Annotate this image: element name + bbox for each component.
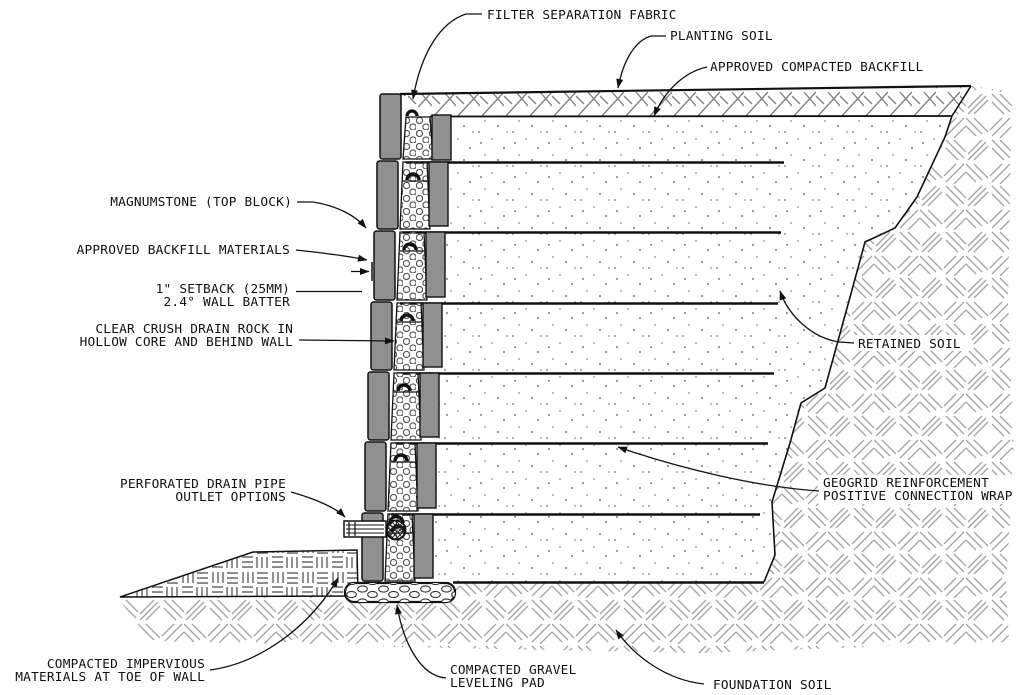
block-hollow-core bbox=[396, 231, 428, 301]
label-compacted-gravel-2: LEVELING PAD bbox=[450, 676, 545, 691]
label-perforated-drain-pipe-1: PERFORATED DRAIN PIPE bbox=[120, 477, 286, 492]
leader-compacted-impervious bbox=[209, 577, 339, 671]
geogrid-label-backplate bbox=[818, 475, 1020, 504]
label-magnumstone-top-block: MAGNUMSTONE (TOP BLOCK) bbox=[110, 195, 292, 210]
planting-soil-band bbox=[403, 86, 971, 117]
wall-and-geogrid-layer bbox=[361, 93, 784, 582]
block-face-unit bbox=[379, 93, 402, 160]
label-wall-batter: 2.4° WALL BATTER bbox=[164, 295, 291, 310]
block-face-unit bbox=[376, 160, 399, 230]
leader-perforated-drain-pipe bbox=[290, 491, 346, 518]
drain-pipe-outlet bbox=[343, 520, 387, 538]
leader-approved-compacted-backfill bbox=[653, 66, 708, 117]
label-compacted-gravel-1: COMPACTED GRAVEL bbox=[450, 663, 577, 678]
block-rear-unit bbox=[422, 302, 443, 368]
label-planting-soil: PLANTING SOIL bbox=[670, 29, 773, 44]
planting-soil-bottom-line bbox=[429, 115, 953, 118]
leader-planting-soil bbox=[616, 35, 666, 89]
geogrid-connection-hook bbox=[402, 242, 418, 251]
label-foundation-soil: FOUNDATION SOIL bbox=[713, 678, 832, 693]
block-hollow-core bbox=[399, 161, 431, 230]
leader-magnumstone-top-block bbox=[297, 201, 367, 229]
filter-fabric-wrap-hook bbox=[405, 109, 419, 117]
block-rear-unit bbox=[416, 442, 437, 509]
retained-and-foundation-soil-region bbox=[118, 86, 1014, 653]
label-setback: 1" SETBACK (25MM) bbox=[156, 282, 290, 297]
label-compacted-impervious-1: COMPACTED IMPERVIOUS bbox=[47, 657, 205, 672]
label-geogrid-2: POSITIVE CONNECTION WRAP bbox=[823, 489, 1013, 504]
planting-soil-end-edge bbox=[951, 85, 972, 117]
block-face-unit bbox=[373, 230, 396, 301]
block-rear-unit bbox=[419, 372, 440, 438]
leader-foundation-soil bbox=[615, 629, 705, 685]
block-hollow-core bbox=[387, 442, 419, 512]
impervious-toe-berm bbox=[119, 549, 359, 598]
leader-compacted-gravel bbox=[394, 604, 447, 679]
leader-clear-crush-drain-rock bbox=[298, 337, 395, 345]
retained-soil-label-backplate bbox=[852, 335, 972, 351]
perforated-drain-pipe-section bbox=[385, 514, 407, 541]
label-perforated-drain-pipe-2: OUTLET OPTIONS bbox=[175, 490, 286, 505]
block-rear-unit bbox=[425, 231, 446, 298]
label-approved-compacted-backfill: APPROVED COMPACTED BACKFILL bbox=[710, 60, 924, 75]
label-clear-crush-drain-rock-2: HOLLOW CORE AND BEHIND WALL bbox=[80, 335, 294, 350]
label-approved-backfill-materials: APPROVED BACKFILL MATERIALS bbox=[77, 243, 290, 258]
block-hollow-core bbox=[402, 116, 434, 160]
block-rear-unit bbox=[428, 161, 449, 227]
label-filter-separation-fabric: FILTER SEPARATION FABRIC bbox=[487, 8, 677, 23]
leader-retained-soil bbox=[779, 290, 855, 344]
leader-geogrid-reinforcement bbox=[617, 446, 820, 492]
leveling-pad bbox=[343, 581, 457, 604]
leader-filter-separation-fabric bbox=[411, 13, 482, 100]
block-face-unit bbox=[364, 441, 387, 512]
geogrid-connection-hook bbox=[405, 172, 421, 181]
label-geogrid-1: GEOGRID REINFORCEMENT bbox=[823, 476, 989, 491]
block-hollow-core bbox=[393, 302, 425, 371]
label-clear-crush-drain-rock-1: CLEAR CRUSH DRAIN ROCK IN bbox=[95, 322, 293, 337]
geogrid-connection-hook bbox=[396, 383, 412, 392]
ground-surface-line bbox=[399, 84, 972, 96]
excavation-cut-line bbox=[763, 115, 953, 583]
label-compacted-impervious-2: MATERIALS AT TOE OF WALL bbox=[15, 670, 205, 685]
label-retained-soil: RETAINED SOIL bbox=[858, 337, 961, 352]
block-rear-unit bbox=[431, 114, 452, 161]
block-rear-unit bbox=[413, 513, 434, 579]
block-hollow-core bbox=[390, 372, 422, 441]
leader-approved-backfill-materials bbox=[295, 249, 368, 262]
geogrid-connection-hook bbox=[393, 453, 409, 462]
block-face-unit bbox=[367, 371, 390, 441]
block-face-unit bbox=[370, 301, 393, 371]
geogrid-connection-hook bbox=[399, 313, 415, 322]
